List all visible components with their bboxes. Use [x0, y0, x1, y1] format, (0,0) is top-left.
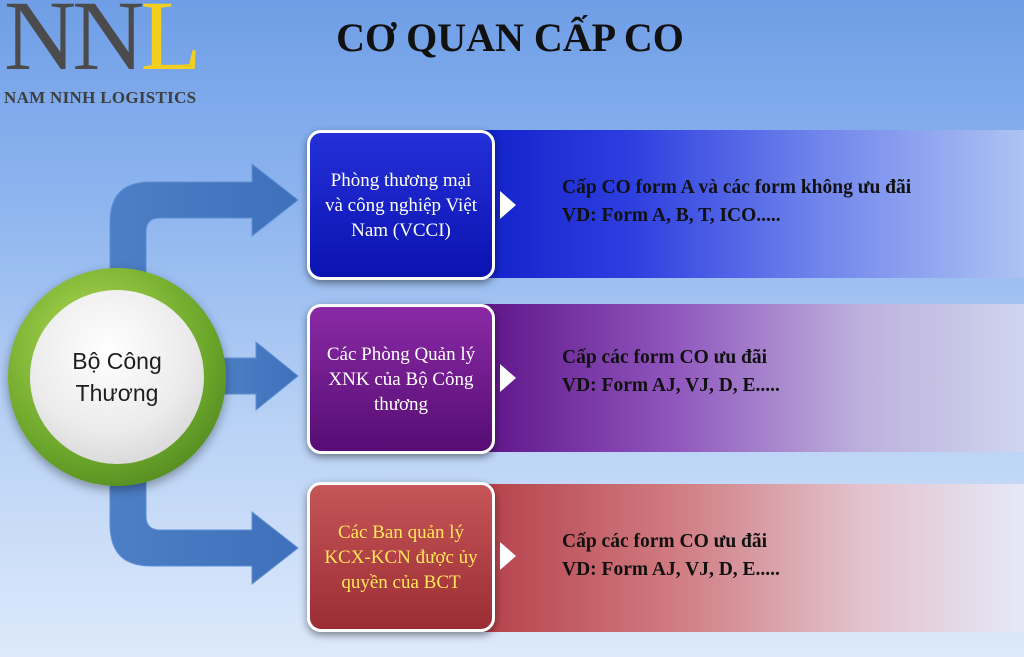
box-moit-offices-label: Các Phòng Quản lý XNK của Bộ Công thương [326, 343, 476, 415]
ministry-circle: Bộ Công Thương [8, 268, 226, 486]
desc-vcci-line2: VD: Form A, B, T, ICO..... [562, 205, 781, 226]
arrow-to-kcx-kcn [109, 471, 299, 586]
box-moit-offices: Các Phòng Quản lý XNK của Bộ Công thương [307, 304, 495, 454]
desc-moit-offices: Cấp các form CO ưu đãi VD: Form AJ, VJ, … [562, 344, 780, 400]
arrow-to-moit-offices [221, 340, 299, 412]
arrow-to-vcci [109, 162, 299, 283]
band-vcci [480, 130, 1024, 278]
pointer-triangle-icon [500, 542, 516, 570]
page-title: CƠ QUAN CẤP CO [336, 15, 684, 60]
box-kcx-kcn: Các Ban quản lý KCX-KCN được ủy quyền củ… [307, 482, 495, 632]
logo-company-name: NAM NINH LOGISTICS [4, 88, 197, 107]
band-moit-offices [480, 304, 1024, 452]
pointer-triangle-icon [500, 191, 516, 219]
company-logo: NNL NAM NINH LOGISTICS [2, 0, 242, 110]
logo-letters-nn: NN [4, 0, 144, 91]
ministry-circle-inner: Bộ Công Thương [30, 290, 204, 464]
box-kcx-kcn-label: Các Ban quản lý KCX-KCN được ủy quyền củ… [324, 521, 478, 593]
pointer-triangle-icon [500, 364, 516, 392]
box-vcci: Phòng thương mại và công nghiệp Việt Nam… [307, 130, 495, 280]
desc-moit-offices-line1: Cấp các form CO ưu đãi [562, 347, 768, 368]
logo-mark: NNL [4, 0, 202, 86]
desc-kcx-kcn-line1: Cấp các form CO ưu đãi [562, 531, 768, 552]
desc-moit-offices-line2: VD: Form AJ, VJ, D, E..... [562, 375, 780, 396]
ministry-label: Bộ Công Thương [72, 348, 162, 406]
desc-vcci-line1: Cấp CO form A và các form không ưu đãi [562, 177, 912, 198]
desc-kcx-kcn: Cấp các form CO ưu đãi VD: Form AJ, VJ, … [562, 528, 780, 584]
band-kcx-kcn [480, 484, 1024, 632]
desc-vcci: Cấp CO form A và các form không ưu đãi V… [562, 174, 911, 230]
box-vcci-label: Phòng thương mại và công nghiệp Việt Nam… [324, 169, 478, 241]
logo-letter-l: L [140, 0, 201, 91]
desc-kcx-kcn-line2: VD: Form AJ, VJ, D, E..... [562, 559, 780, 580]
